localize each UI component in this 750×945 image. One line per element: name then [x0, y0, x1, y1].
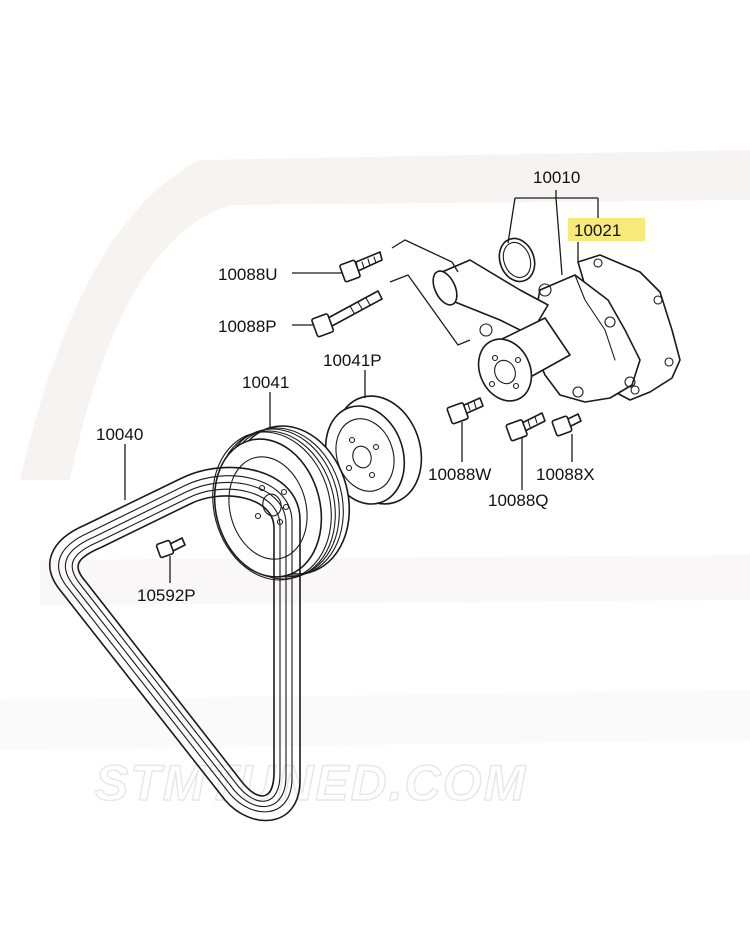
- highlight-10021: [568, 218, 645, 241]
- bolt-10088p: [311, 290, 383, 338]
- bolt-10592p: [155, 537, 186, 559]
- bolt-10088x: [551, 413, 582, 437]
- label-10010[interactable]: 10010: [533, 168, 580, 187]
- label-10040[interactable]: 10040: [96, 425, 143, 444]
- bolt-10088u: [339, 251, 383, 283]
- label-10088u[interactable]: 10088U: [218, 265, 278, 284]
- drive-belt: [49, 466, 301, 822]
- label-10592p[interactable]: 10592P: [137, 586, 196, 605]
- crank-pulley: [212, 425, 351, 581]
- watermark-text: STMTUNED.COM: [95, 755, 527, 811]
- label-10088p[interactable]: 10088P: [218, 317, 277, 336]
- bolt-10088w: [446, 397, 484, 425]
- water-pump: [432, 237, 681, 403]
- label-10088q[interactable]: 10088Q: [488, 491, 549, 510]
- guide-line-p: [389, 274, 471, 346]
- leader-lines: [124, 190, 599, 583]
- watermark: STMTUNED.COM: [0, 150, 750, 812]
- bolt-10088q: [505, 412, 546, 442]
- label-10021[interactable]: 10021: [574, 221, 621, 240]
- label-10088x[interactable]: 10088X: [536, 465, 595, 484]
- guide-line-u: [391, 239, 459, 273]
- label-10088w[interactable]: 10088W: [428, 465, 491, 484]
- label-10041p[interactable]: 10041P: [323, 351, 382, 370]
- label-10041[interactable]: 10041: [242, 373, 289, 392]
